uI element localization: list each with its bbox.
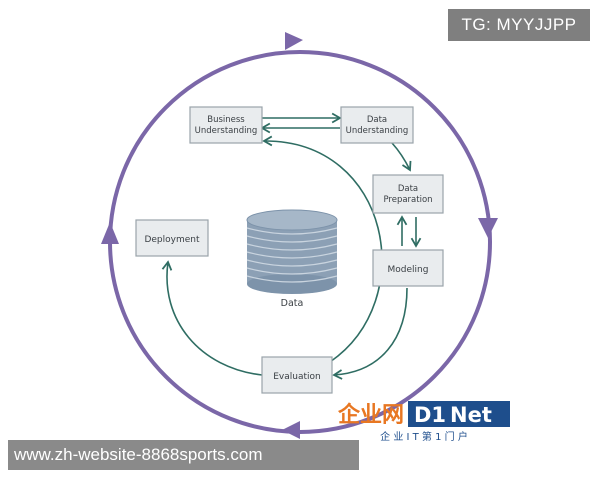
- website-url-banner: www.zh-website-8868sports.com: [8, 440, 359, 470]
- node-label: Understanding: [195, 126, 258, 136]
- watermark-brand-net: Net: [450, 403, 492, 427]
- watermark-brand-cn: 企业网: [337, 402, 404, 428]
- watermark-brand-d1: D1: [414, 403, 446, 427]
- cycle-arrow-right: [478, 218, 498, 238]
- node-business-understanding: Business Understanding: [189, 106, 263, 144]
- node-data-preparation: Data Preparation: [372, 174, 444, 214]
- node-label: Business: [207, 115, 245, 125]
- node-modeling: Modeling: [372, 249, 444, 287]
- cycle-arrow-top: [285, 32, 303, 50]
- node-evaluation: Evaluation: [261, 356, 333, 394]
- node-label: Deployment: [144, 235, 200, 245]
- node-label: Understanding: [346, 126, 409, 136]
- node-deployment: Deployment: [135, 219, 209, 257]
- d1net-watermark-logo: 企业网 D1 Net 企 业 I T 第 1 门 户: [337, 401, 510, 443]
- data-store-label: Data: [281, 298, 304, 309]
- arrow-evaluation-to-deployment: [161, 260, 263, 376]
- arrow-understanding-to-preparation: [391, 142, 412, 172]
- node-label: Data: [367, 115, 387, 125]
- node-label: Preparation: [383, 195, 432, 205]
- node-label: Data: [398, 184, 418, 194]
- watermark-tagline: 企 业 I T 第 1 门 户: [380, 430, 468, 443]
- node-data-understanding: Data Understanding: [340, 106, 414, 144]
- tg-badge: TG: MYYJJPP: [448, 9, 590, 41]
- node-label: Evaluation: [273, 372, 321, 382]
- arrow-evaluation-to-business: [262, 135, 383, 363]
- data-cylinder-icon: [246, 209, 338, 294]
- cycle-arrow-bottom: [282, 421, 300, 439]
- cycle-arrow-left: [101, 222, 119, 244]
- node-label: Modeling: [388, 265, 429, 275]
- arrow-modeling-to-evaluation: [332, 287, 408, 380]
